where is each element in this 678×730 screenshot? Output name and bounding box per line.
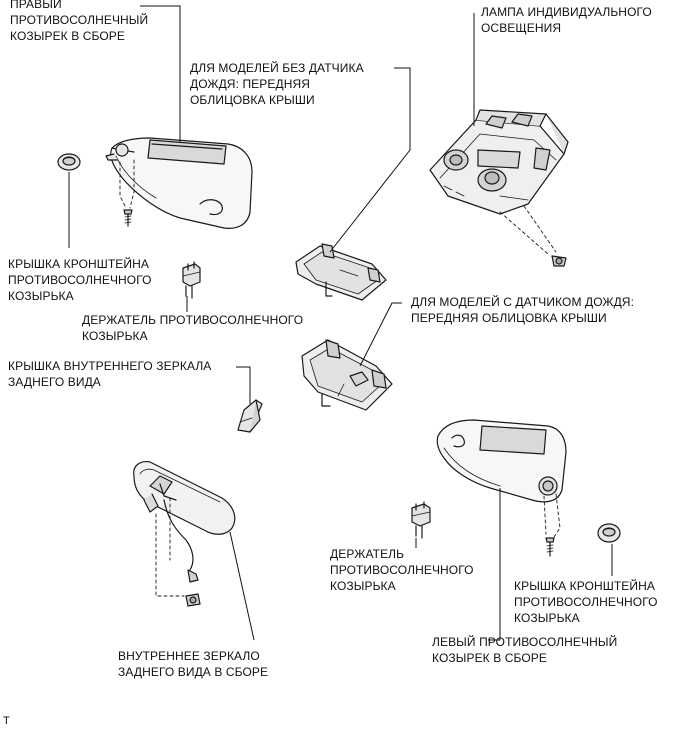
map-lamp-dashed-leaders (499, 205, 557, 255)
inner-mirror-assembly (133, 461, 236, 583)
map-lamp (429, 109, 569, 215)
right-visor-screw (123, 209, 133, 227)
mirror-screw (185, 593, 201, 607)
leader-inner-mirror (229, 531, 255, 641)
label-visor-holder-right: ДЕРЖАТЕЛЬ ПРОТИВОСОЛНЕЧНОГО КОЗЫРЬКА (82, 313, 304, 343)
leader-left-visor (488, 488, 501, 641)
bracket-cover-left (597, 523, 621, 543)
leader-no-rain-sensor (329, 67, 411, 253)
leader-mirror-cover (236, 366, 251, 404)
visor-holder-right (182, 261, 201, 299)
label-right-visor: ПРАВЫЙ ПРОТИВОСОЛНЕЧНЫЙ КОЗЫРЕК В СБОРЕ (10, 0, 149, 43)
bracket-cover-right (57, 153, 81, 171)
left-visor-dashed-leaders (543, 493, 561, 541)
label-no-rain-sensor: ДЛЯ МОДЕЛЕЙ БЕЗ ДАТЧИКА ДОЖДЯ: ПЕРЕДНЯЯ … (190, 61, 364, 107)
label-mirror-cover: КРЫШКА ВНУТРЕННЕГО ЗЕРКАЛА ЗАДНЕГО ВИДА (8, 359, 212, 389)
front-roof-trim-rain-sensor (301, 339, 393, 411)
label-bracket-cover-right: КРЫШКА КРОНШТЕЙНА ПРОТИВОСОЛНЕЧНОГО КОЗЫ… (8, 257, 152, 303)
label-inner-mirror: ВНУТРЕННЕЕ ЗЕРКАЛО ЗАДНЕГО ВИДА В СБОРЕ (118, 649, 269, 679)
label-visor-holder-left: ДЕРЖАТЕЛЬ ПРОТИВОСОЛНЕЧНОГО КОЗЫРЬКА (330, 547, 474, 593)
visor-holder-left (411, 501, 431, 539)
leader-rain-sensor (359, 302, 402, 367)
label-bracket-cover-left: КРЫШКА КРОНШТЕЙНА ПРОТИВОСОЛНЕЧНОГО КОЗЫ… (514, 579, 658, 625)
leader-right-visor (140, 5, 181, 142)
label-left-visor: ЛЕВЫЙ ПРОТИВОСОЛНЕЧНЫЙ КОЗЫРЕК В СБОРЕ (432, 635, 618, 665)
left-sun-visor (436, 419, 567, 503)
right-sun-visor (105, 137, 253, 229)
label-map-lamp: ЛАМПА ИНДИВИДУАЛЬНОГО ОСВЕЩЕНИЯ (481, 5, 652, 35)
inner-mirror-cover (237, 399, 263, 433)
leader-lines (68, 5, 613, 641)
left-visor-screw (545, 537, 555, 557)
corner-mark: T (3, 715, 10, 727)
mirror-dashed-leaders (155, 497, 185, 597)
front-roof-trim-no-rain-sensor (295, 243, 387, 301)
right-visor-dashed-leaders (119, 159, 135, 209)
label-rain-sensor: ДЛЯ МОДЕЛЕЙ С ДАТЧИКОМ ДОЖДЯ: ПЕРЕДНЯЯ О… (411, 295, 635, 325)
map-lamp-screw (551, 255, 567, 267)
